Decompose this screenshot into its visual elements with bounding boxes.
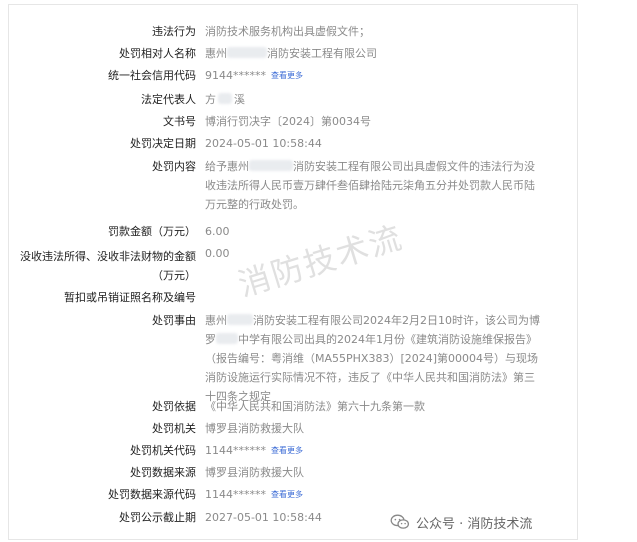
authority-code-text: 1144****** — [205, 444, 266, 457]
value-content: 给予惠州消防安装工程有限公司出具虚假文件的违法行为没收违法所得人民币壹万肆仟叁佰… — [205, 157, 535, 214]
legal-rep-prefix: 方 — [205, 93, 216, 106]
wechat-icon — [390, 514, 410, 529]
label-confiscation: 没收违法所得、没收非法财物的金额（万元） — [20, 250, 196, 282]
content-prefix: 给予惠州 — [205, 160, 249, 173]
label-data-source-code: 处罚数据来源代码 — [108, 488, 196, 501]
label-content: 处罚内容 — [152, 160, 196, 173]
label-legal-rep: 法定代表人 — [141, 93, 196, 106]
label-reason: 处罚事由 — [152, 314, 196, 327]
value-data-source: 博罗县消防救援大队 — [205, 466, 304, 479]
label-decision-date: 处罚决定日期 — [130, 137, 196, 150]
value-fine: 6.00 — [205, 225, 230, 238]
party-name-prefix: 惠州 — [205, 47, 227, 60]
footer-attribution: 公众号 · 消防技术流 — [390, 512, 532, 532]
value-basis: 《中华人民共和国消防法》第六十九条第一款 — [205, 400, 425, 413]
data-source-code-more-link[interactable]: 查看更多 — [271, 490, 303, 499]
label-license-revoke: 暂扣或吊销证照名称及编号 — [64, 291, 196, 304]
credit-code-more-link[interactable]: 查看更多 — [271, 71, 303, 80]
credit-code-text: 9144****** — [205, 69, 266, 82]
label-authority-code: 处罚机关代码 — [130, 444, 196, 457]
redacted-block — [227, 314, 253, 325]
row-content: 处罚内容 给予惠州消防安装工程有限公司出具虚假文件的违法行为没收违法所得人民币壹… — [0, 157, 620, 221]
reason-mid: 消防安装工程有限公司2024年2月2日10时许，该公司为博罗 — [205, 314, 540, 346]
value-violation-act: 消防技术服务机构出具虚假文件； — [205, 25, 370, 38]
footer-text: 公众号 · 消防技术流 — [416, 516, 533, 532]
legal-rep-suffix: 溪 — [234, 93, 245, 106]
label-doc-no: 文书号 — [163, 115, 196, 128]
party-name-suffix: 消防安装工程有限公司 — [267, 47, 377, 60]
value-confiscation: 0.00 — [205, 247, 230, 260]
label-basis: 处罚依据 — [152, 400, 196, 413]
row-reason: 处罚事由 惠州消防安装工程有限公司2024年2月2日10时许，该公司为博罗中学有… — [0, 311, 620, 403]
value-publish-deadline: 2027-05-01 10:58:44 — [205, 511, 322, 524]
label-party-name: 处罚相对人名称 — [119, 47, 196, 60]
value-authority: 博罗县消防救援大队 — [205, 422, 304, 435]
redacted-block — [216, 333, 238, 344]
label-credit-code: 统一社会信用代码 — [108, 69, 196, 82]
label-violation-act: 违法行为 — [152, 25, 196, 38]
content-suffix: 消防安装工程有限公司出具虚假文件的违法行为没收违法所得人民币壹万肆仟叁佰肆拾陆元… — [205, 160, 535, 211]
value-party-name: 惠州 消防安装工程有限公司 — [205, 47, 377, 61]
value-doc-no: 博消行罚决字〔2024〕第0034号 — [205, 115, 371, 128]
value-data-source-code: 1144****** 查看更多 — [205, 488, 303, 502]
row-confiscation: 没收违法所得、没收非法财物的金额（万元） 0.00 — [0, 247, 620, 285]
data-source-code-text: 1144****** — [205, 488, 266, 501]
label-publish-deadline: 处罚公示截止期 — [119, 511, 196, 524]
value-authority-code: 1144****** 查看更多 — [205, 444, 303, 458]
value-legal-rep: 方溪 — [205, 93, 245, 107]
reason-rest: 中学有限公司出具的2024年1月份《建筑消防设施维保报告》（报告编号：粤消维（M… — [205, 333, 539, 403]
reason-prefix: 惠州 — [205, 314, 227, 327]
redacted-block — [227, 47, 267, 58]
redacted-block — [249, 160, 293, 171]
value-decision-date: 2024-05-01 10:58:44 — [205, 137, 322, 150]
authority-code-more-link[interactable]: 查看更多 — [271, 446, 303, 455]
label-authority: 处罚机关 — [152, 422, 196, 435]
value-reason: 惠州消防安装工程有限公司2024年2月2日10时许，该公司为博罗中学有限公司出具… — [205, 311, 540, 406]
penalty-detail-panel — [8, 4, 578, 540]
label-data-source: 处罚数据来源 — [130, 466, 196, 479]
redacted-block — [218, 93, 232, 104]
label-fine: 罚款金额（万元） — [108, 225, 196, 238]
value-credit-code: 9144****** 查看更多 — [205, 69, 303, 83]
